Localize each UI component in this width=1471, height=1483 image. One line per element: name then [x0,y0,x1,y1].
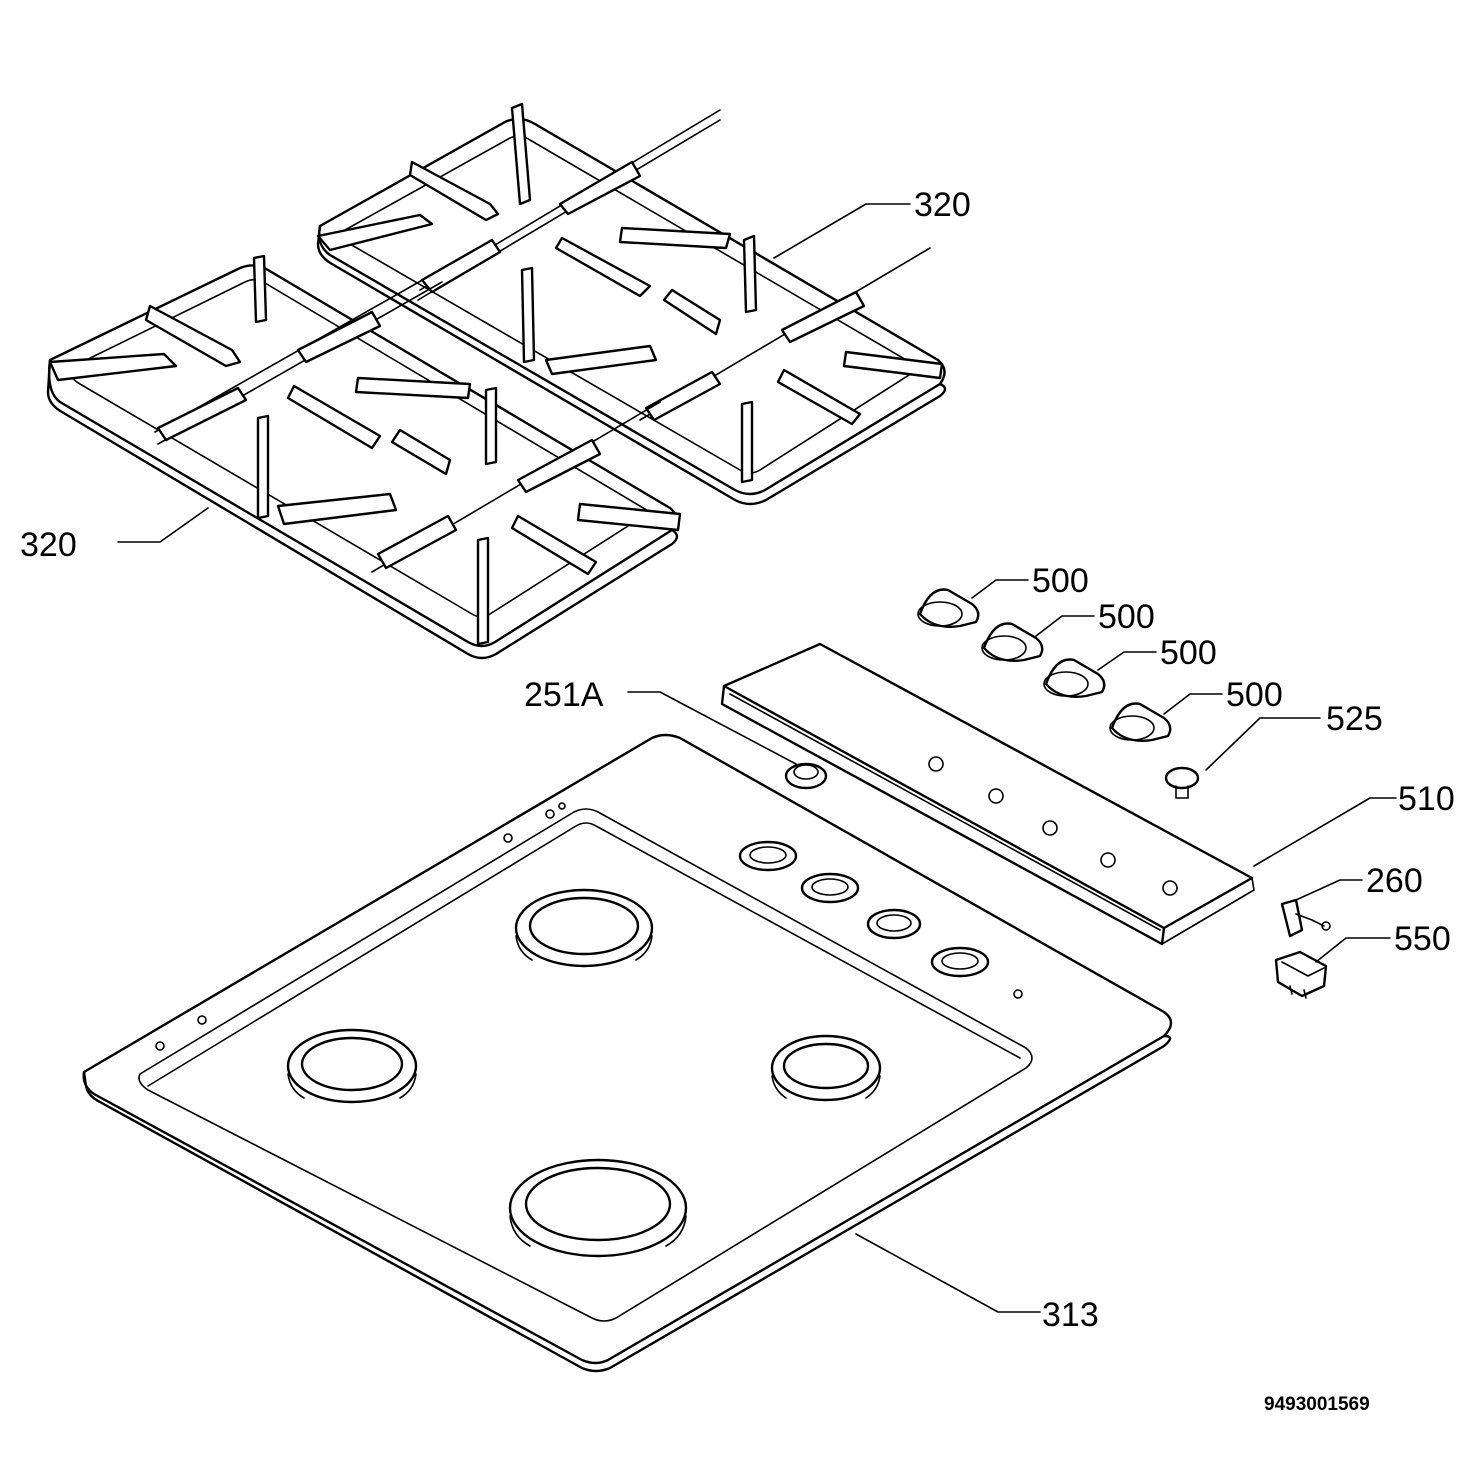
burner-hole-front-right [508,1158,688,1258]
burner-hole-rear-left [514,888,654,968]
label-320-upper: 320 [914,186,971,224]
burner-hole-rear-right [770,1034,882,1102]
label-500-3: 500 [1160,634,1217,672]
label-525: 525 [1326,700,1383,738]
control-panel-strip [720,642,1255,946]
pan-support-grate-lower [46,254,682,660]
label-320-lower: 320 [20,526,77,564]
pan-support-grate-upper [316,102,947,506]
ignition-button [1164,766,1200,799]
control-knob-1 [917,588,980,628]
label-260: 260 [1366,862,1423,900]
label-510: 510 [1398,780,1455,818]
label-500-2: 500 [1098,598,1155,636]
burner-hole-front-left [286,1028,418,1104]
reference-number: 9493001569 [1264,1394,1370,1415]
label-251a: 251A [524,676,604,714]
control-knob-3 [1043,658,1106,698]
leader-lines [117,203,1397,1313]
ignition-switch [1280,898,1331,938]
control-knob-2 [981,622,1044,662]
control-knob-4 [1109,702,1172,742]
label-500-4: 500 [1226,676,1283,714]
hob-top-plate [82,733,1173,1373]
label-550: 550 [1394,920,1451,958]
mounting-bracket [1274,950,1328,999]
label-313: 313 [1042,1296,1099,1334]
label-500-1: 500 [1032,562,1089,600]
